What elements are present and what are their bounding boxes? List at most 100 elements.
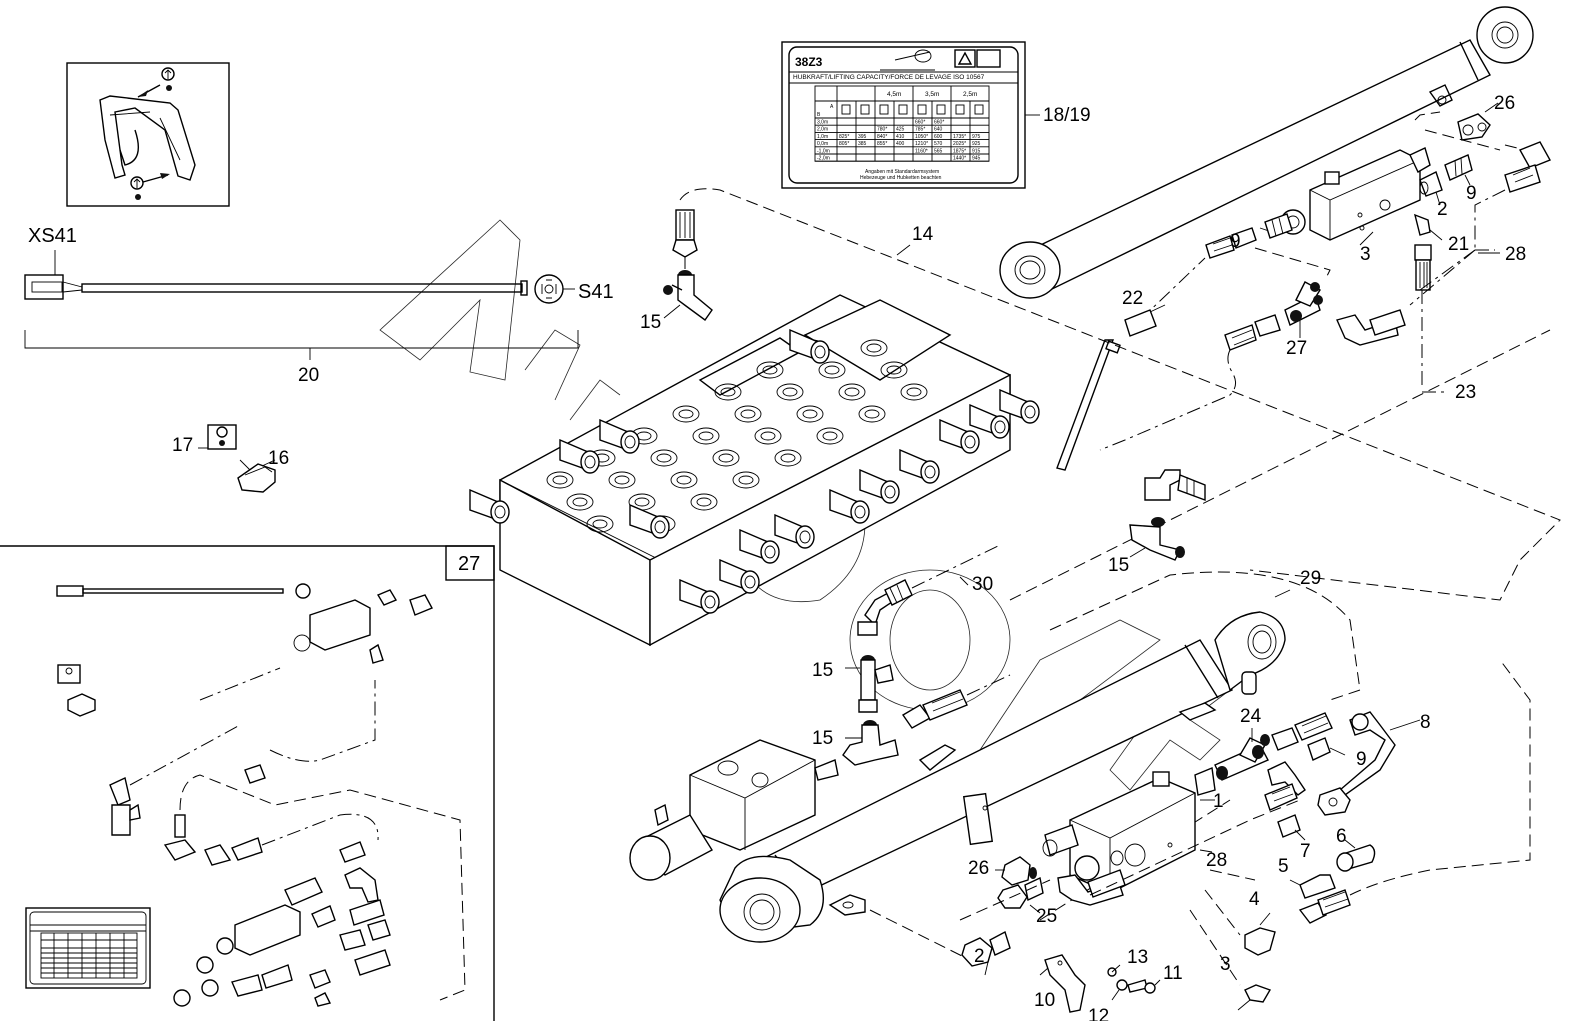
valve-port-inner <box>740 409 756 419</box>
cartridge-bore <box>964 435 976 449</box>
valve-port-inner <box>802 409 818 419</box>
valve-port <box>672 405 700 423</box>
decal-column-header: 3,5m <box>925 91 939 98</box>
callout-16: 16 <box>268 448 289 469</box>
load-holding-valve-1 <box>1042 767 1216 894</box>
cartridge-bore <box>884 485 896 499</box>
decal-cell: 660* <box>915 120 925 126</box>
tee-27-upper <box>1099 281 1406 451</box>
cartridge-end <box>740 570 760 594</box>
valve-port-inner <box>698 431 714 441</box>
upper-hydraulic-cylinder <box>999 6 1534 299</box>
cartridge-end <box>620 430 640 454</box>
valve-port-inner <box>572 497 588 507</box>
decal-cell: 855* <box>877 141 887 147</box>
valve-port-inner <box>738 475 754 485</box>
callout-27-top: 27 <box>1286 338 1307 359</box>
decal-row-height: 0,0m <box>817 141 828 147</box>
decal-cell: 1735* <box>953 134 966 140</box>
valve-port <box>714 383 742 401</box>
upper-fittings <box>1139 102 1551 393</box>
decal-cell: 410 <box>896 134 905 140</box>
decal-cell: 600 <box>934 134 943 140</box>
callout-1: 1 <box>1213 791 1224 812</box>
tee-15-middle <box>845 655 894 713</box>
valve-port-inner <box>696 497 712 507</box>
decal-cell: 975 <box>972 134 981 140</box>
callout-30: 30 <box>972 574 993 595</box>
tee-15-upper <box>663 209 713 321</box>
cartridge-bore <box>704 595 716 609</box>
valve-port <box>796 405 824 423</box>
decal-heading: HUBKRAFT/LIFTING CAPACITY/FORCE DE LEVAG… <box>793 74 985 81</box>
wiring-harness <box>24 250 579 360</box>
decal-row-height: -1,0m <box>817 148 830 154</box>
decal-axis-b: B <box>817 112 821 118</box>
callout-28-top: 28 <box>1505 244 1526 265</box>
valve-port-inner <box>822 431 838 441</box>
cartridge-bore <box>1024 405 1036 419</box>
callout-25: 25 <box>1036 906 1057 927</box>
pipe-22 <box>1056 304 1166 471</box>
decal-cell: 565 <box>934 148 943 154</box>
callout-24: 27 <box>458 553 480 575</box>
callout-18-19: 18/19 <box>1043 105 1091 126</box>
decal-cell: 640 <box>934 127 943 133</box>
lower-hydraulic-cylinder <box>719 611 1286 961</box>
callout-27-bottom: 24 <box>1240 706 1262 727</box>
tee-15-lower <box>842 674 1011 766</box>
valve-port <box>860 339 888 357</box>
valve-port-inner <box>886 365 902 375</box>
callout-8: 8 <box>1420 712 1431 733</box>
decal-row-height: -2,0m <box>817 156 830 162</box>
decal-cell: 925 <box>972 141 981 147</box>
callout-15-lower: 15 <box>812 728 833 749</box>
decal-cell: 1160* <box>915 148 928 154</box>
decal-cell: 1440* <box>953 156 966 162</box>
valve-port <box>586 515 614 533</box>
callout-2-top: 2 <box>1437 199 1448 220</box>
decal-cell: 915 <box>972 148 981 154</box>
cartridge-bore <box>494 505 506 519</box>
callout-21: 3 <box>1360 244 1371 265</box>
valve-port <box>650 449 678 467</box>
callout-14: 14 <box>912 224 934 245</box>
callout-11: 11 <box>1163 963 1183 984</box>
decal-cell: 400 <box>896 141 905 147</box>
callout-26-top: 26 <box>1494 93 1515 114</box>
decal-row-height: 3,0m <box>817 120 828 126</box>
decal-cell: 395 <box>858 134 867 140</box>
cartridge-end <box>810 340 830 364</box>
cartridge-end <box>990 415 1010 439</box>
valve-port-inner <box>720 387 736 397</box>
decal-cell: 825* <box>839 134 849 140</box>
valve-port-inner <box>824 365 840 375</box>
callout-15-upper-left: 15 <box>640 312 661 333</box>
callout-22: 22 <box>1122 288 1143 309</box>
cartridge-bore <box>654 520 666 534</box>
decal-column-header: 2,5m <box>963 91 977 98</box>
valve-port-inner <box>866 343 882 353</box>
decal-column-header: 4,5m <box>887 91 901 98</box>
valve-port-inner <box>782 387 798 397</box>
valve-port <box>608 471 636 489</box>
valve-port-inner <box>634 497 650 507</box>
cartridge-end <box>650 515 670 539</box>
valve-port-inner <box>676 475 692 485</box>
decal-cell: 785* <box>915 127 925 133</box>
decal-load-icon <box>898 104 908 115</box>
callout-20: 20 <box>298 365 319 386</box>
valve-port-inner <box>718 453 734 463</box>
decal-cell: 780* <box>877 127 887 133</box>
callout-s41: S41 <box>578 281 614 303</box>
valve-port-inner <box>864 409 880 419</box>
decal-row-height: 2,0m <box>817 127 828 133</box>
callout-9-top-right: 9 <box>1466 183 1477 204</box>
callout-28-bottom: 28 <box>1206 850 1227 871</box>
cartridge-end <box>880 480 900 504</box>
decal-load-icon <box>841 104 851 115</box>
decal-load-icon <box>860 104 870 115</box>
excavator-inset <box>66 62 230 207</box>
